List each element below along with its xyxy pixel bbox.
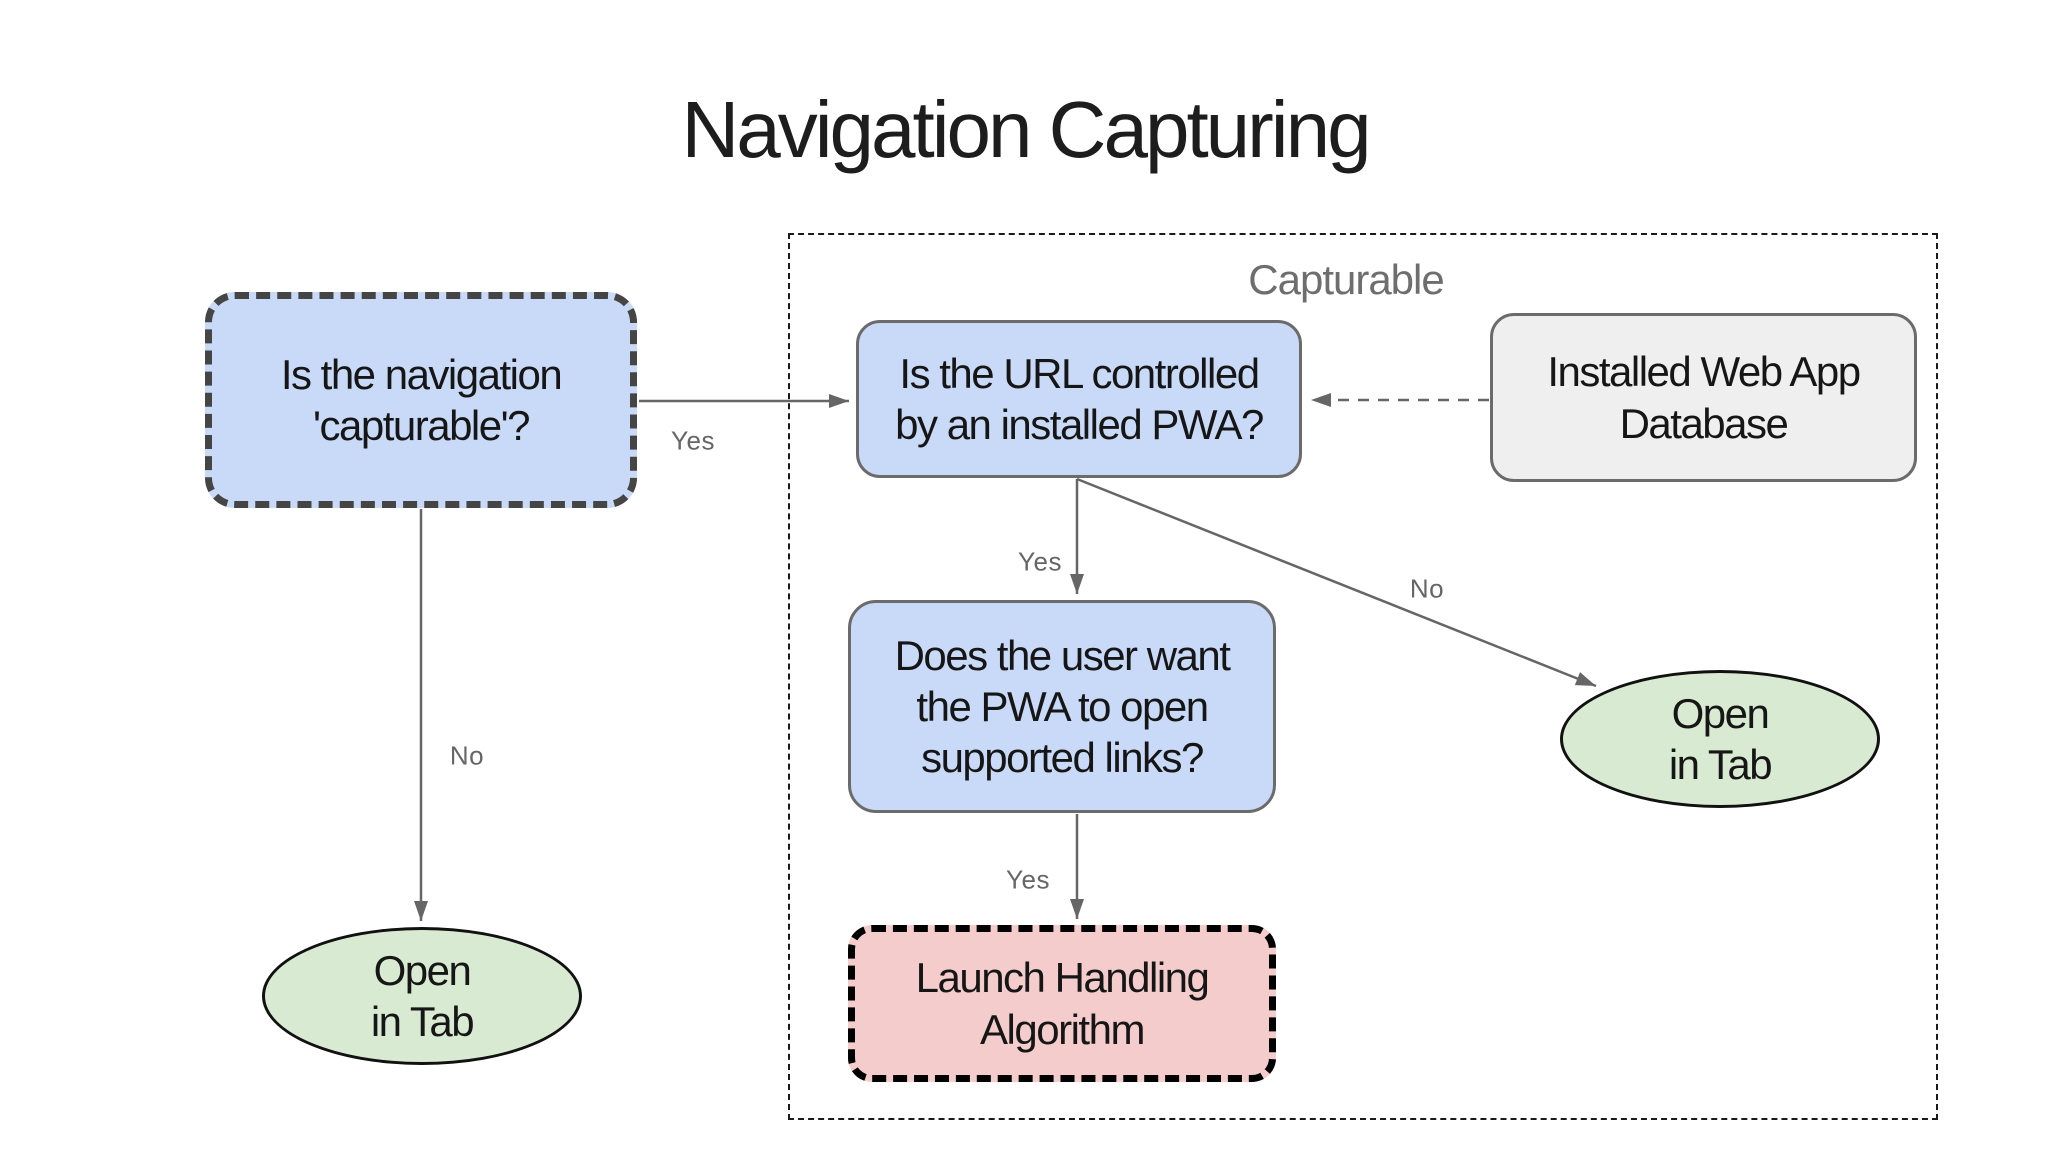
page-title: Navigation Capturing	[681, 85, 1371, 174]
node-does-user-want-pwa-text: Does the user want the PWA to open suppo…	[894, 631, 1231, 782]
edge-label-no-nav-to-tab-left: No	[449, 740, 485, 771]
node-is-navigation-capturable-text: Is the navigation 'capturable'?	[280, 350, 563, 449]
edge-label-yes-url-to-user: Yes	[1018, 546, 1062, 577]
edge-label-yes-nav-to-url: Yes	[671, 425, 715, 456]
node-installed-web-app-database: Installed Web App Database	[1490, 313, 1917, 482]
node-launch-handling-algorithm: Launch Handling Algorithm	[848, 925, 1276, 1082]
edge-label-yes-user-to-launch: Yes	[1006, 864, 1050, 895]
node-open-in-tab-right-text: Open in Tab	[1668, 689, 1773, 788]
edge-label-no-url-to-tab-right: No	[1409, 573, 1445, 604]
node-launch-handling-algorithm-text: Launch Handling Algorithm	[915, 954, 1210, 1053]
node-open-in-tab-left: Open in Tab	[262, 927, 582, 1065]
node-open-in-tab-right: Open in Tab	[1560, 670, 1880, 808]
node-is-url-controlled: Is the URL controlled by an installed PW…	[856, 320, 1302, 478]
node-installed-web-app-database-text: Installed Web App Database	[1547, 348, 1861, 447]
node-open-in-tab-left-text: Open in Tab	[370, 946, 475, 1045]
capturable-group-outline	[788, 233, 1938, 1120]
node-is-url-controlled-text: Is the URL controlled by an installed PW…	[895, 349, 1264, 448]
capturable-group-label: Capturable	[1248, 256, 1444, 303]
node-is-navigation-capturable: Is the navigation 'capturable'?	[205, 292, 637, 508]
node-does-user-want-pwa: Does the user want the PWA to open suppo…	[848, 600, 1276, 813]
